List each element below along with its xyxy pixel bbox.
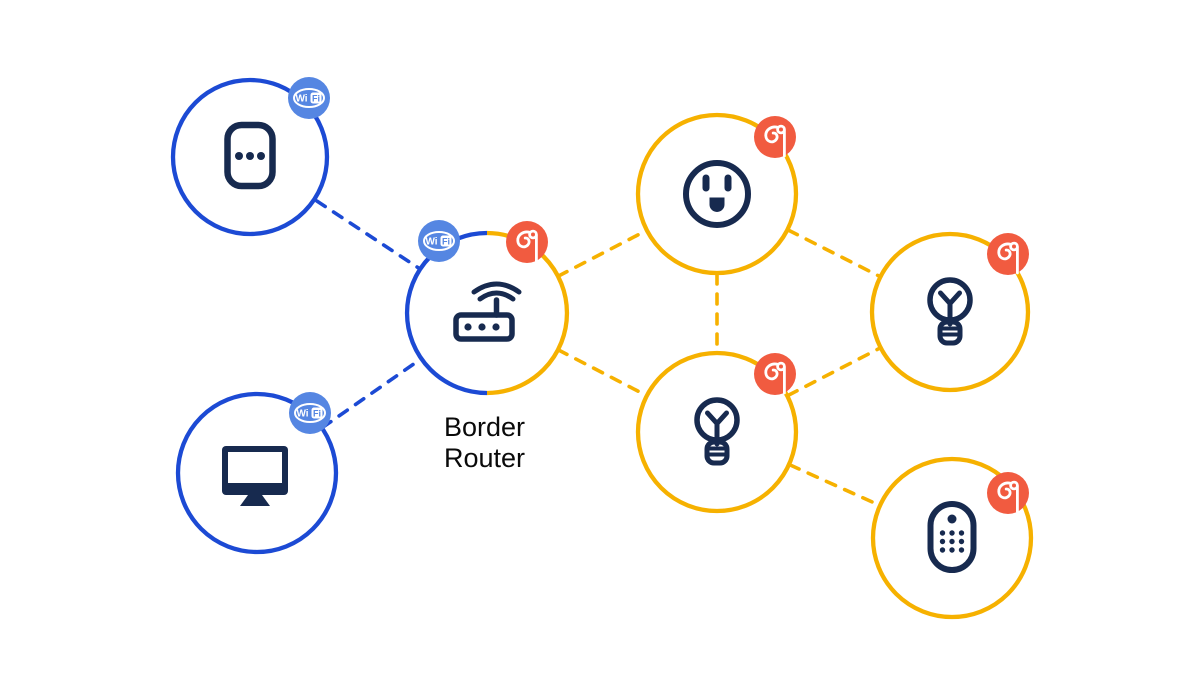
monitor-stand (240, 495, 270, 506)
thread-logo-loop (516, 230, 532, 249)
node-smart-remote (870, 456, 1034, 620)
lightbulb-icon (694, 397, 740, 466)
thread-badge-circle (987, 472, 1029, 514)
remote-button-dot (949, 538, 955, 545)
remote-button-dot (958, 538, 965, 545)
thread-badge-circle (506, 221, 548, 263)
thread-badge (754, 353, 796, 395)
wifi-logo-wi: Wi (296, 409, 308, 420)
speaker-dot (235, 152, 243, 160)
outlet-slot (724, 174, 732, 192)
outlet-face (683, 160, 751, 228)
lightbulb-icon (927, 277, 973, 346)
smart-outlet-circle (635, 112, 799, 276)
node-smart-bulb-right (869, 231, 1031, 393)
router-dot (492, 323, 500, 331)
wifi-badge-circle (289, 392, 331, 434)
thread-badge (987, 233, 1029, 275)
router-dot (478, 323, 486, 331)
remote-button-dot (939, 530, 946, 536)
wifi-logo-wi: Wi (425, 237, 437, 248)
wifi-badge-circle (288, 77, 330, 119)
wifi-logo-fi-box (311, 407, 323, 419)
wifi-badge: Wi Fi (289, 392, 331, 434)
thread-logo-loop (764, 362, 780, 381)
bulb-base-threads (705, 446, 729, 457)
thread-badge-circle (754, 353, 796, 395)
router-body (453, 312, 515, 342)
wifi-logo-fi-box (310, 92, 322, 104)
wifi-logo-fi: Fi (312, 93, 320, 103)
wifi-logo-wi: Wi (295, 94, 307, 105)
router-signal-wave-small (477, 290, 516, 302)
thread-badge (506, 221, 548, 263)
wifi-badge-circle (418, 220, 460, 262)
thread-badge (987, 472, 1029, 514)
outlet-slot (702, 174, 710, 192)
router-icon (453, 281, 522, 342)
bulb-base-threads (938, 326, 962, 337)
wifi-logo-lens (293, 88, 325, 108)
remote-button-dot (939, 538, 946, 545)
remote-button-dot (939, 547, 946, 553)
speaker-body (224, 121, 276, 190)
thread-logo-loop (997, 242, 1013, 261)
monitor-screen (228, 452, 282, 483)
node-smart-bulb-center (635, 350, 799, 514)
thread-badge-circle (754, 116, 796, 158)
thread-logo-loop (997, 481, 1013, 500)
remote-button-dot (958, 547, 965, 553)
remote-button-dot (949, 547, 955, 553)
wifi-logo-lens (294, 403, 326, 423)
remote-button-dot (949, 530, 955, 536)
wifi-badge: Wi Fi (418, 220, 460, 262)
border-router-label: Border Router (444, 412, 526, 474)
speaker-dot (246, 152, 254, 160)
speaker-icon (224, 121, 276, 190)
remote-body (927, 501, 977, 573)
wifi-badge: Wi Fi (288, 77, 330, 119)
node-smart-device: Wi Fi (170, 77, 330, 237)
outlet-ground-hole (709, 197, 725, 212)
monitor-icon (222, 446, 288, 506)
node-border-router: Wi Fi (404, 220, 570, 396)
thread-badge-circle (987, 233, 1029, 275)
node-computer: Wi Fi (175, 391, 339, 555)
remote-icon (927, 501, 977, 573)
router-dot (464, 323, 472, 331)
thread-badge (754, 116, 796, 158)
router-signal-wave-large (471, 281, 522, 295)
wifi-logo-lens (423, 231, 455, 251)
thread-logo-loop (764, 125, 780, 144)
remote-top-dot (947, 514, 957, 524)
speaker-dot (257, 152, 265, 160)
remote-button-dot (958, 530, 965, 536)
node-smart-outlet (635, 112, 799, 276)
wifi-logo-fi-box (440, 235, 452, 247)
edges (248, 155, 954, 540)
outlet-icon (683, 160, 751, 228)
wifi-logo-fi: Fi (313, 408, 321, 418)
wifi-logo-fi: Fi (442, 236, 450, 246)
